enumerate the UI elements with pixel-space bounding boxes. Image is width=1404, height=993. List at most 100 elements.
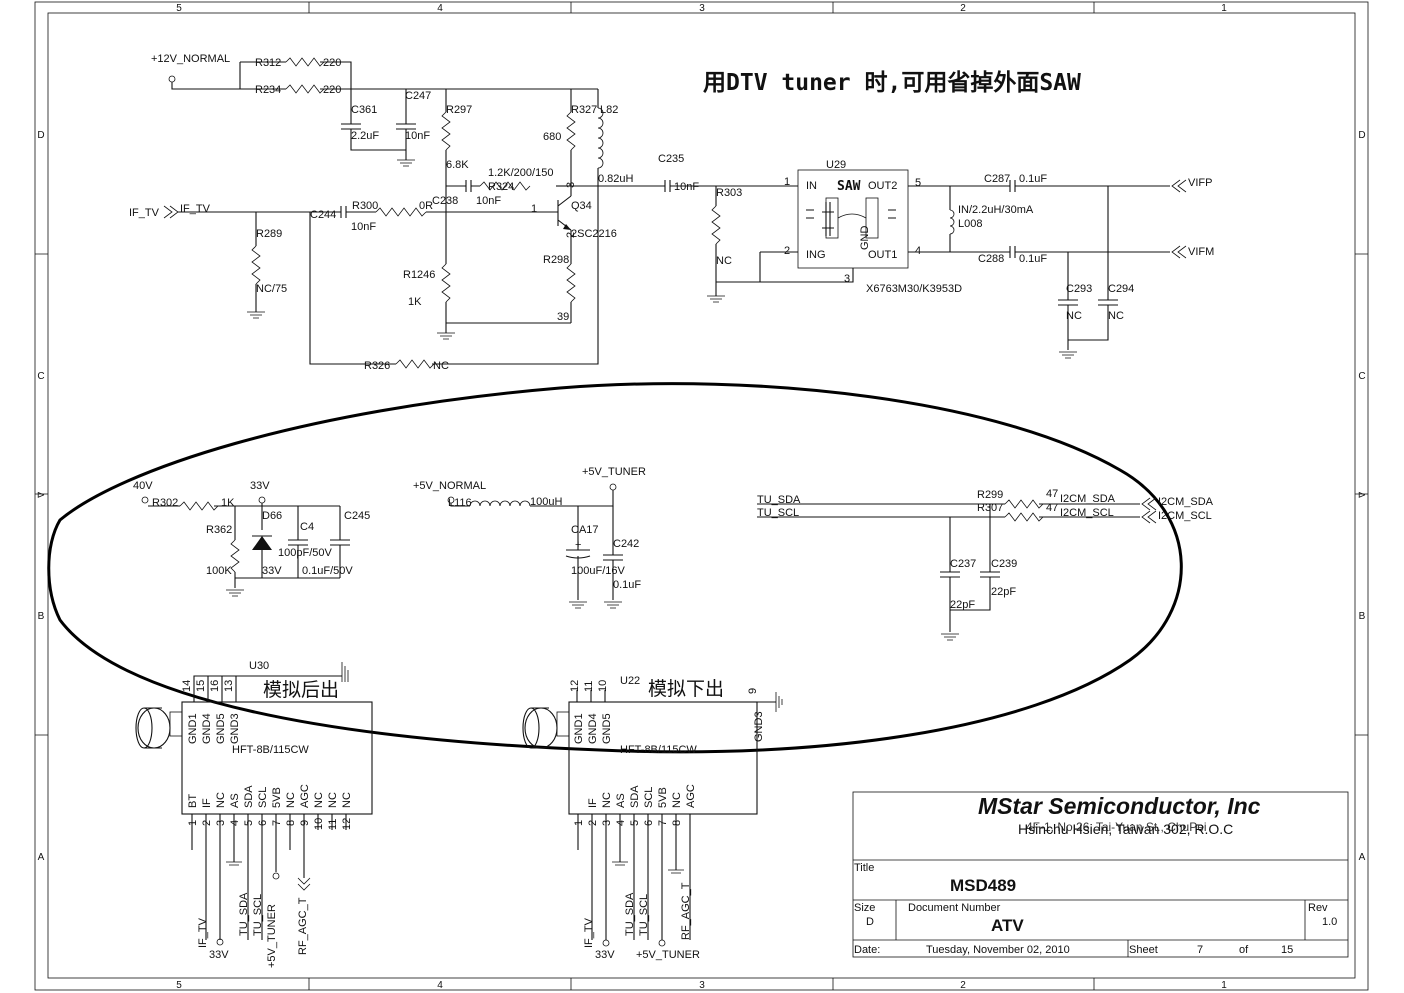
c242-ref: C242: [613, 538, 639, 550]
u22-bottom-name: AS: [615, 793, 627, 808]
c247-ref: C247: [405, 90, 431, 102]
u29-part-number: X6763M30/K3953D: [866, 283, 962, 295]
c237-ref: C237: [950, 558, 976, 570]
u22-bottom-name: AGC: [685, 784, 697, 808]
u22-model: HFT-8B/115CW: [620, 744, 697, 756]
u22-net-rf-agc: RF_AGC_T: [680, 882, 692, 940]
border-tick-left: ⊳: [37, 490, 45, 501]
u22-bottom-name: NC: [601, 792, 613, 808]
u22-body: [568, 701, 758, 815]
port-i2cm-sda: I2CM_SDA: [1158, 496, 1214, 508]
tb-docnum-label: Document Number: [908, 902, 1001, 914]
r326-value: NC: [433, 360, 449, 372]
u22-top-pin: 11: [583, 681, 595, 692]
u29-pin-ing: ING: [806, 249, 826, 261]
r289-ref: R289: [256, 228, 282, 240]
c237-value: 22pF: [950, 599, 975, 611]
u30-bottom-pin: 4: [229, 820, 241, 826]
u22-bottom-pin: 2: [587, 820, 599, 826]
l008-value: IN/2.2uH/30mA: [958, 204, 1034, 216]
net-if-tv: IF_TV: [180, 203, 211, 215]
col-label-bottom: 5: [176, 980, 182, 991]
tb-rev: 1.0: [1322, 916, 1337, 928]
l116-value: 100uH: [530, 496, 562, 508]
u22-bottom-name: IF: [587, 798, 599, 808]
r324-ref: R324: [488, 181, 514, 193]
col-label-bottom: 4: [437, 980, 443, 991]
q34-type: 2SC2216: [571, 228, 617, 240]
u30-bottom-pin: 2: [201, 820, 213, 826]
u22-bottom-name: SDA: [629, 785, 641, 808]
net-33v-b: 33V: [262, 565, 282, 577]
r299-ref: R299: [977, 489, 1003, 501]
c235-value: 10nF: [674, 181, 699, 193]
c244-value: 10nF: [351, 221, 376, 233]
u30-bottom-pin: 5: [243, 820, 255, 826]
u22-bottom-name: NC: [671, 792, 683, 808]
tb-company: MStar Semiconductor, Inc: [978, 793, 1261, 819]
r299-value: 47: [1046, 488, 1058, 500]
q34-pin1: 1: [531, 203, 537, 215]
u30-net-tu-sda: TU_SDA: [238, 892, 250, 936]
port-vifp: VIFP: [1188, 177, 1212, 189]
tb-address-line2: Hsinchu Hsien, Taiwan 302, R.O.C: [1018, 821, 1233, 837]
r297-ref: R297: [446, 104, 472, 116]
tb-of: 15: [1281, 944, 1293, 956]
u22-top-name: GND1: [573, 713, 585, 744]
u22-tuner: U22 12 11 10 模拟下出 9 GND1 GND4 GND5 GND3 …: [522, 675, 783, 961]
u30-bottom-name: BT: [187, 794, 199, 808]
tb-of-label: of: [1239, 944, 1249, 956]
u22-net-if-tv: IF_TV: [583, 917, 595, 948]
row-label-left: B: [38, 611, 45, 622]
u30-net-rf-agc: RF_AGC_T: [297, 897, 309, 955]
u29-pin1: 1: [784, 176, 790, 188]
col-label-bottom: 2: [960, 980, 966, 991]
u22-right-pin: 9: [747, 688, 759, 694]
tb-date-label: Date:: [854, 944, 880, 956]
net-tu-scl: TU_SCL: [757, 507, 799, 519]
r302-value: 1K: [221, 497, 235, 509]
net-5v-normal: +5V_NORMAL: [413, 480, 486, 492]
u30-bottom-pin: 1: [187, 820, 199, 826]
r297-value: 6.8K: [446, 159, 469, 171]
net-i2cm-sda: I2CM_SDA: [1060, 493, 1116, 505]
dtv-note: 用DTV tuner 时,可用省掉外面SAW: [703, 69, 1081, 96]
u22-top-name: GND5: [601, 713, 613, 744]
u22-net-33v: 33V: [595, 949, 615, 961]
tb-docnum: ATV: [991, 916, 1024, 935]
u30-bottom-pin: 10: [313, 818, 325, 830]
q34-ref: Q34: [571, 200, 592, 212]
r324-value: 1.2K/200/150: [488, 167, 553, 179]
col-label-top: 4: [437, 3, 443, 14]
u29-pin-in: IN: [806, 180, 817, 192]
u30-bottom-pin: 6: [257, 820, 269, 826]
r1246-value: 1K: [408, 296, 422, 308]
tb-size: D: [866, 916, 874, 928]
ca17-value: 100uF/16V: [571, 565, 625, 577]
u22-bottom-pin: 4: [615, 820, 627, 826]
u22-net-5v-tuner: +5V_TUNER: [636, 949, 700, 961]
r362-ref: R362: [206, 524, 232, 536]
c294-ref: C294: [1108, 283, 1134, 295]
l82-ref: L82: [600, 104, 618, 116]
r327-ref: R327: [571, 104, 597, 116]
c242-value: 0.1uF: [613, 579, 641, 591]
u30-bottom-name: NC: [341, 792, 353, 808]
r312-ref: R312: [255, 57, 281, 69]
u30-bottom-name: NC: [327, 792, 339, 808]
u29-pin-out2: OUT2: [868, 180, 897, 192]
row-label-left: A: [38, 852, 45, 863]
u30-bottom-name: SDA: [243, 785, 255, 808]
u22-net-tu-sda: TU_SDA: [624, 892, 636, 936]
u29-ref: U29: [826, 159, 846, 171]
tb-address-line1: 4F-1, No.26, Tai-Yuan St., ChuPei: [1026, 820, 1207, 834]
if-amplifier-circuit: +12V_NORMAL R312 220 R234 220 C361 2.2uF…: [129, 53, 1214, 372]
u22-bottom-pin: 7: [657, 820, 669, 826]
col-label-top: 5: [176, 3, 182, 14]
c244-ref: C244: [310, 209, 336, 221]
c245-value: 0.1uF/50V: [302, 565, 353, 577]
r303-ref: R303: [716, 187, 742, 199]
u29-pin2: 2: [784, 245, 790, 257]
u30-net-tu-scl: TU_SCL: [252, 894, 264, 936]
r298-value: 39: [557, 311, 569, 323]
